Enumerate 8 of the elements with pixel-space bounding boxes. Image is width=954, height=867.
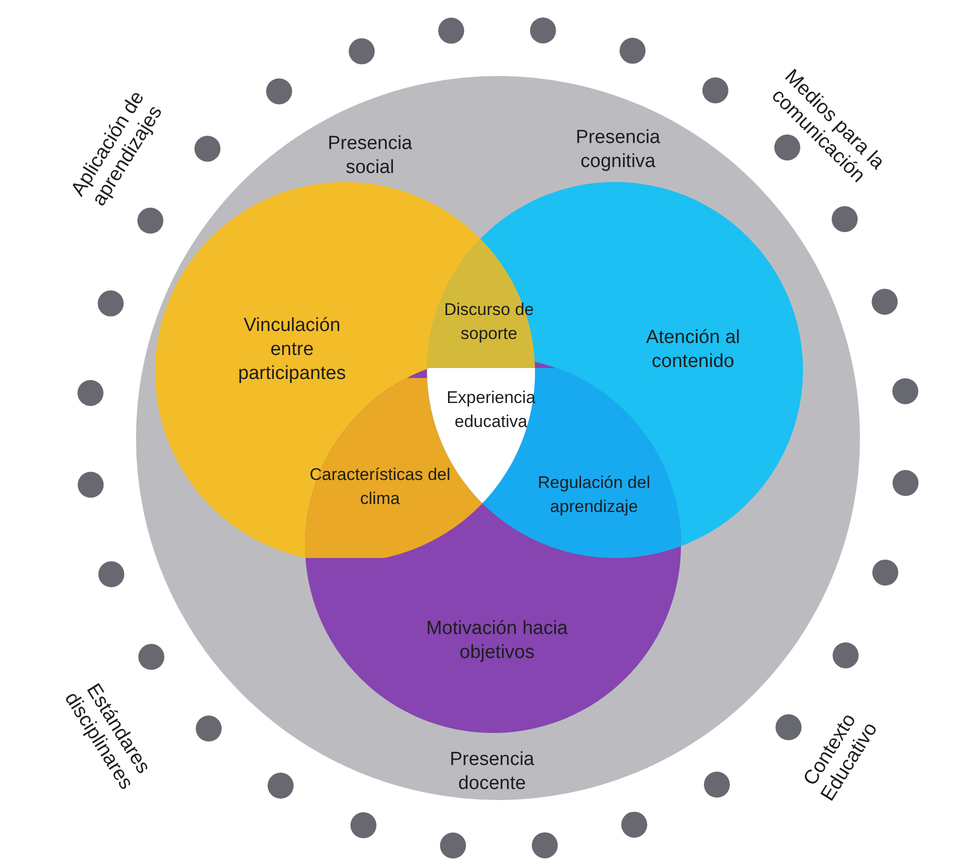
region-label: Regulación del aprendizaje — [536, 472, 652, 518]
presence-heading: Presencia cognitiva — [574, 126, 662, 174]
region-label: Motivación hacia objetivos — [425, 617, 569, 665]
region-label: Características del clima — [308, 464, 452, 510]
presence-heading: Presencia docente — [448, 748, 536, 796]
region-label: Vinculación entre participantes — [237, 314, 347, 386]
region-label: Atención al contenido — [644, 326, 741, 374]
presence-heading: Presencia social — [326, 132, 414, 180]
